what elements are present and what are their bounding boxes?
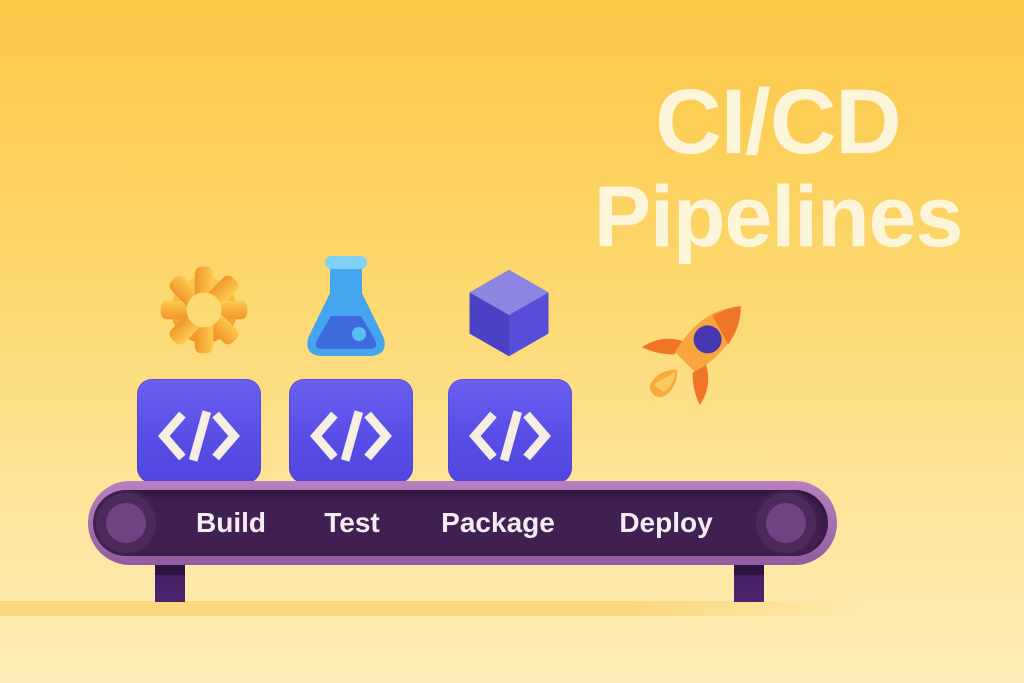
code-icon	[469, 410, 551, 462]
title-line-2: Pipelines	[593, 168, 964, 265]
rocket-icon	[641, 306, 741, 406]
code-box-1	[137, 379, 261, 483]
belt-roller-left	[93, 490, 159, 556]
stage-label-build: Build	[196, 507, 266, 538]
belt-leg-left	[155, 563, 185, 602]
code-icon	[310, 410, 392, 462]
belt-leg-right	[734, 563, 764, 602]
stage-label-deploy: Deploy	[619, 507, 713, 538]
belt-surface	[97, 490, 828, 556]
flask-icon	[307, 256, 385, 356]
roller-hub	[106, 503, 146, 543]
code-box-2	[289, 379, 413, 483]
stage-label-test: Test	[324, 507, 380, 538]
belt-roller-right	[753, 490, 819, 556]
code-box-3	[448, 379, 572, 483]
code-icon	[158, 410, 240, 462]
gear-icon	[160, 266, 248, 354]
stage-label-package: Package	[441, 507, 555, 538]
cube-icon	[469, 269, 549, 357]
conveyor-belt: Build Test Package Deploy	[88, 481, 837, 565]
roller-hub	[766, 503, 806, 543]
title-line-1: CI/CD	[655, 71, 901, 173]
ground-shadow	[0, 601, 880, 616]
page-title: CI/CD Pipelines	[593, 71, 964, 265]
